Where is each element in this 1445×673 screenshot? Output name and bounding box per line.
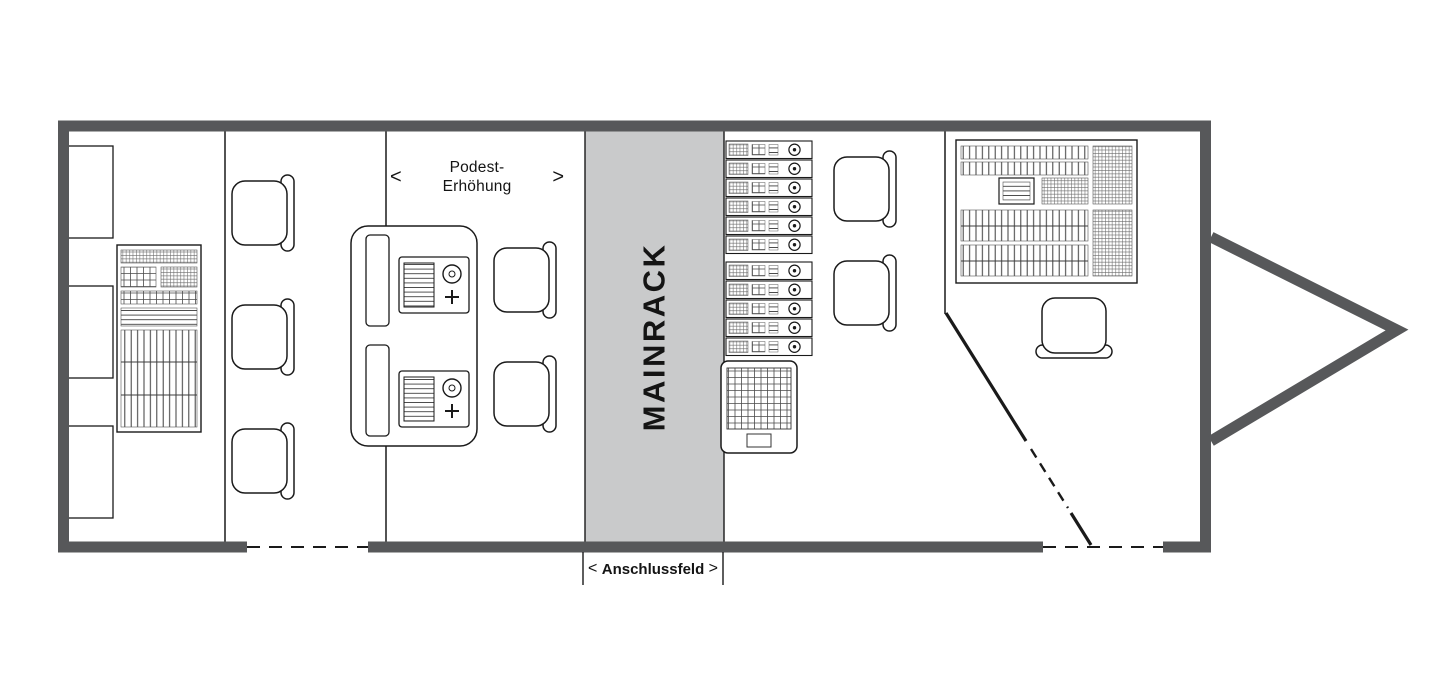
audio-console-left	[116, 244, 202, 433]
connection-panel-ticks	[582, 552, 724, 585]
chair	[833, 254, 897, 332]
monitor	[365, 344, 390, 437]
outer-walls	[58, 120, 1211, 553]
control-unit-bottom	[398, 370, 470, 428]
rack-module	[725, 299, 813, 319]
unit-dpad	[445, 404, 459, 418]
unit-display	[403, 376, 435, 422]
left-wall-cabinets	[63, 145, 114, 519]
mainrack-zone	[584, 125, 725, 548]
laptop-keyboard	[726, 367, 792, 430]
rack-module	[725, 261, 813, 281]
rack-module	[725, 197, 813, 217]
monitor	[365, 234, 390, 327]
cabinet	[63, 145, 114, 239]
connection-label-text: Anschlussfeld	[601, 560, 705, 578]
podium-label-line1: Podest-	[449, 159, 505, 176]
cabinet	[63, 285, 114, 379]
chair	[231, 298, 295, 376]
diagonal-wall-lower	[1069, 512, 1093, 546]
control-unit-top	[398, 256, 470, 314]
chair	[833, 150, 897, 228]
chair	[493, 355, 557, 433]
cabinet	[63, 425, 114, 519]
rack-module	[725, 159, 813, 179]
rack-module	[725, 216, 813, 236]
podium-label-line2: Erhöhung	[442, 178, 512, 195]
rack-module	[725, 235, 813, 255]
rack-module	[725, 280, 813, 300]
unit-display	[403, 262, 435, 308]
rack-module	[725, 178, 813, 198]
rack-module	[725, 337, 813, 357]
chair	[493, 241, 557, 319]
connection-arrow-left-icon: <	[588, 560, 598, 577]
diagonal-wall-upper	[944, 312, 1028, 442]
podium-arrow-left-icon: <	[390, 166, 402, 188]
rack-module	[725, 318, 813, 338]
audio-console-right	[955, 139, 1138, 284]
door-leaf-dashed	[1029, 448, 1070, 509]
unit-dpad	[445, 290, 459, 304]
laptop-trackpad	[746, 433, 772, 448]
unit-knob	[442, 264, 462, 284]
chair	[231, 174, 295, 252]
chair	[231, 422, 295, 500]
chair	[1035, 297, 1113, 359]
connection-arrow-right-icon: >	[708, 560, 718, 577]
diagonal-wall	[944, 312, 1093, 546]
vehicle-nose	[1208, 232, 1409, 446]
equipment-rack	[725, 140, 813, 357]
rack-module	[725, 140, 813, 160]
connection-panel-label: < Anschlussfeld >	[583, 555, 723, 583]
laptop	[720, 360, 798, 454]
podium-arrow-right-icon: >	[552, 166, 564, 188]
podium-label: < Podest- Erhöhung >	[390, 158, 564, 196]
unit-knob	[442, 378, 462, 398]
podium-label-text: Podest- Erhöhung	[402, 158, 553, 196]
